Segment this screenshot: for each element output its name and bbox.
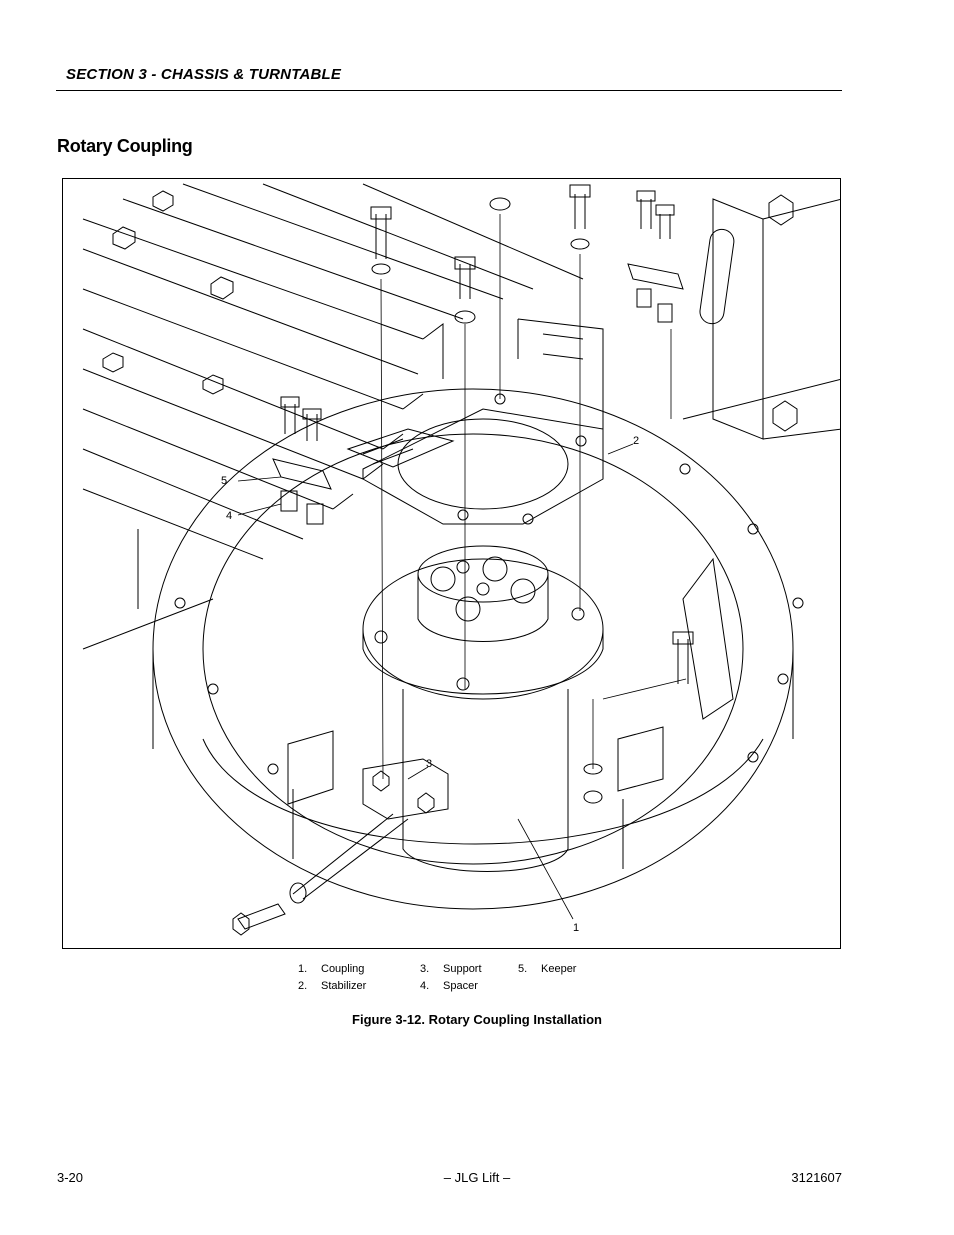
stabilizer-plate bbox=[346, 318, 604, 525]
callout-3: 3 bbox=[426, 758, 432, 770]
right-plate bbox=[682, 194, 840, 440]
footer-doc-number: 3121607 bbox=[791, 1170, 842, 1185]
centerlines bbox=[380, 214, 687, 780]
footer-page-number: 3-20 bbox=[57, 1170, 84, 1185]
rotary-coupling-drawing: 1 2 3 4 5 bbox=[82, 183, 840, 936]
chassis-channels bbox=[82, 183, 584, 650]
ring-cutaways bbox=[287, 557, 734, 805]
support-bracket bbox=[232, 758, 449, 936]
page-heading: Rotary Coupling bbox=[57, 136, 193, 156]
exploded-hardware bbox=[272, 184, 694, 804]
turntable-ring bbox=[152, 388, 804, 910]
rotary-coupling-body bbox=[362, 545, 604, 872]
callout-1: 1 bbox=[573, 922, 579, 934]
chassis-bolt-heads bbox=[102, 190, 234, 395]
callout-2: 2 bbox=[633, 435, 639, 447]
figure-caption: Figure 3-12. Rotary Coupling Installatio… bbox=[352, 1012, 602, 1027]
section-title: SECTION 3 - CHASSIS & TURNTABLE bbox=[66, 66, 342, 83]
section-header: SECTION 3 - CHASSIS & TURNTABLE bbox=[56, 64, 842, 91]
callout-leaders bbox=[237, 443, 634, 920]
figure-frame: 1 2 3 4 5 bbox=[62, 178, 841, 949]
callout-4: 4 bbox=[226, 510, 232, 522]
callout-5: 5 bbox=[221, 475, 227, 487]
footer-center: – JLG Lift – bbox=[443, 1170, 511, 1185]
